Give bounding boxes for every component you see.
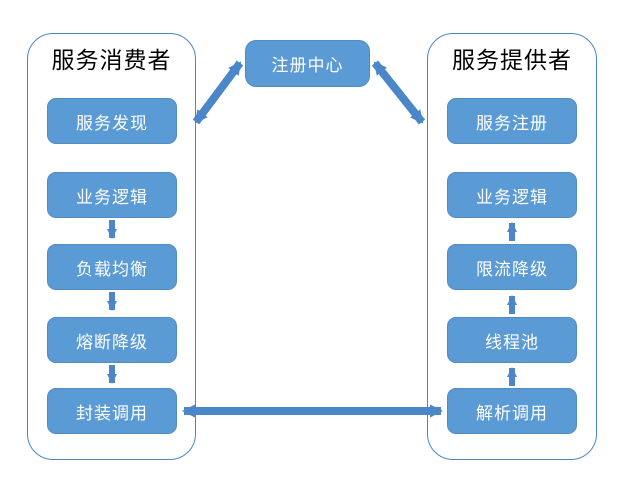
node-consumer-load-balance[interactable]: 负载均衡	[47, 244, 177, 290]
node-consumer-service-discovery[interactable]: 服务发现	[47, 98, 177, 144]
node-provider-service-register[interactable]: 服务注册	[447, 98, 577, 144]
node-provider-business-logic[interactable]: 业务逻辑	[447, 172, 577, 218]
node-consumer-encapsulate-invoke[interactable]: 封装调用	[47, 388, 177, 434]
consumer-panel-title: 服务消费者	[51, 48, 172, 74]
node-consumer-circuit-break[interactable]: 熔断降级	[47, 317, 177, 363]
node-consumer-business-logic[interactable]: 业务逻辑	[47, 172, 177, 218]
arrow-provider-to-registry	[371, 60, 426, 125]
node-provider-rate-limit[interactable]: 限流降级	[447, 244, 577, 290]
provider-panel	[427, 33, 597, 460]
arrow-consumer-to-registry	[192, 60, 244, 125]
node-provider-parse-invoke[interactable]: 解析调用	[447, 388, 577, 434]
node-registry-center[interactable]: 注册中心	[245, 40, 370, 87]
node-provider-thread-pool[interactable]: 线程池	[447, 317, 577, 363]
consumer-panel	[27, 33, 196, 460]
provider-panel-title: 服务提供者	[452, 48, 572, 74]
